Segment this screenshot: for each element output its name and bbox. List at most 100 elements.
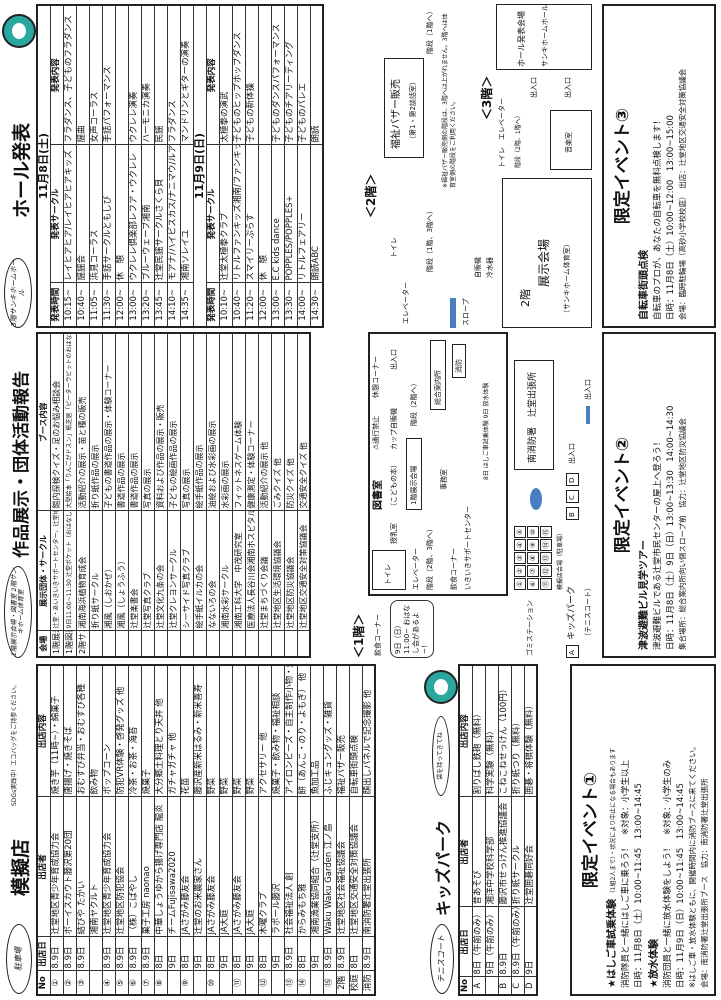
event3-heading: 自転車街頭点検 xyxy=(639,250,650,320)
table-cell xyxy=(310,971,323,995)
station-label-2: 辻堂出張所 xyxy=(528,371,538,417)
hall1-box: 1階展示会場 xyxy=(406,438,422,510)
col-circle: 発表サークル xyxy=(206,145,219,283)
slope-marker xyxy=(450,298,456,328)
info-desk: 総合案内所 xyxy=(430,340,446,410)
gym-room: 2階展示会場（サンキホーム体育室） xyxy=(502,178,592,328)
table-cell: 謡謡会 xyxy=(76,145,89,283)
elevator-label: エレベーター xyxy=(402,282,410,324)
mascot-image xyxy=(424,670,458,704)
table-row: 辻堂写真クラブ写真の展示 xyxy=(141,333,154,657)
table-cell: 湘南ヤクルト xyxy=(89,797,102,937)
event3-line1: 自転車のプロが、あなたの自転車を無料点検します！ xyxy=(653,116,663,320)
kids-b: B xyxy=(566,507,579,520)
no-entry: ⚠通行禁止 xyxy=(372,415,380,450)
stall-marker: ④ xyxy=(514,539,526,551)
table-cell xyxy=(154,631,167,657)
table-cell xyxy=(167,971,180,995)
stall-marker: ⑧ xyxy=(527,552,539,564)
table-cell: なないろの会 xyxy=(206,511,219,631)
table-cell: 9日 xyxy=(524,907,537,977)
table-row: 辻堂クレヨンサークル子どもの絵画作品の展示 xyxy=(167,333,180,657)
table-cell: 手話パフォーマンス xyxy=(102,5,115,145)
library-sub: （こどもの本） xyxy=(390,461,398,510)
event2-title: 限定イベント② xyxy=(613,436,633,554)
table-cell: 湘風（しおかぜ） xyxy=(102,511,115,631)
table-cell: B xyxy=(498,977,511,995)
table-cell: 8日 xyxy=(154,937,167,971)
table-cell: ① xyxy=(50,971,63,995)
table-cell: 唐揚げ・焼きそば xyxy=(63,665,76,797)
table-cell: 菓子工房 naonao xyxy=(141,797,154,937)
table-cell: 消防 xyxy=(362,971,375,995)
table-cell: 焼菓子・飲み物・福祉相談 xyxy=(271,665,284,797)
table-cell: 9日 xyxy=(219,937,232,971)
table-cell: スマイリーぷらす xyxy=(245,145,258,283)
table-cell: 油絵および水彩画の展示 xyxy=(206,333,219,511)
table-row: 辻堂文化九条の会資料および作品の展示・販売 xyxy=(154,333,167,657)
col-circle: 発表サークル xyxy=(50,145,63,283)
table-row: 10:40~リトルファンキッズ湘南/ファンキッズ湘南子どものヒップホップダンス xyxy=(232,5,245,327)
hall-room-label: ホール発表会場 xyxy=(517,11,526,67)
table-cell: 湘南工科大学 中茂研究室 xyxy=(232,511,245,631)
table-cell: 辻堂まちづくり会議 xyxy=(258,511,271,631)
table-cell: 13:30~ xyxy=(284,283,297,327)
table-cell: 湘洋中学校科学部 xyxy=(485,797,498,907)
table-cell xyxy=(102,631,115,657)
water-label: 冷水器 xyxy=(486,257,494,278)
table-cell xyxy=(245,631,258,657)
event1-line2: 日時：11月8日（土）10:00~11:45 13:00~14:45 xyxy=(634,783,644,988)
table-cell: 8.9日（午前のみ） xyxy=(511,907,524,977)
table-cell: 館内探検クイズ・足のお悩み相談会 xyxy=(50,333,63,511)
table-cell: 木曜クラブ xyxy=(258,797,271,937)
table-cell: ガチャガチャ 他 xyxy=(167,665,180,797)
table-cell: POPPLES/POPPLES+ xyxy=(284,145,297,283)
table-cell: ⑧ xyxy=(154,971,167,995)
table-cell: 餅（あんこ・のり・よもぎ） 他 xyxy=(297,665,310,797)
table-cell: 結びや たかい xyxy=(76,797,89,937)
table-row: 湘南水彩サークル水彩画の展示 xyxy=(219,333,232,657)
table-cell xyxy=(219,631,232,657)
info-label: 総合案内所 xyxy=(434,370,442,405)
table-cell: ⑮ xyxy=(323,971,336,995)
table-cell: 社会福祉法人 創 xyxy=(284,797,297,937)
table-cell: 湘南海浜植物育成会 xyxy=(76,511,89,631)
stairs-1f-3f: 階段（1階、3階へ） xyxy=(426,207,434,272)
event1-box: 限定イベント① ★はしご車試乗体験 （1組2人まで）・状況により中止になる場合も… xyxy=(570,664,716,996)
office-label: 事務室 xyxy=(440,469,448,490)
table-cell: JA大庭 xyxy=(245,797,258,937)
table-cell: 10:15~ xyxy=(63,283,76,327)
table-cell: 防災クイズ 他 xyxy=(284,333,297,511)
table-row: 11:30~手話サークルともしび手話パフォーマンス xyxy=(102,5,115,327)
table-cell xyxy=(89,971,102,995)
floor1-map: ＜1階＞ 飲食コーナー 9日（日）11:00~ おはなし会があるよ~！ トイレ … xyxy=(350,330,598,660)
table-cell: 活動紹介の展示 他 xyxy=(258,333,271,511)
table-row: 9日湘南漁業協同組合（辻堂支所）魚加工品 xyxy=(310,665,323,995)
table-row: 湘南工科大学 中茂研究室フィットネスゲーム体験 xyxy=(232,333,245,657)
table-cell: 校庭 xyxy=(349,971,362,995)
exhibit-oval-text: 1階展示会場・図書室 2階サンキホーム体育室 xyxy=(9,567,25,657)
storytime-bubble: 9日（日）11:00~ おはなし会があるよ~！ xyxy=(390,600,434,658)
event2-heading: 津波避難ビル見学ツアー xyxy=(639,540,650,650)
bazaar-room: 福祉バザー販売（第1・第2談話室） xyxy=(384,58,424,158)
table-row: 13:45~辻堂民謡サークルさくら貝民謡 xyxy=(154,5,167,327)
exhibit-section: 1階展示会場・図書室 2階サンキホーム体育室 作品展示・団体活動報告 会場展示団… xyxy=(4,332,344,658)
table-cell: 辻堂地区防犯協会 xyxy=(115,797,128,937)
station-label-1: 南消防署 xyxy=(528,426,538,463)
table-cell xyxy=(258,5,271,145)
table-row: 医療法人長谷川会湘南ホスピタル健康測定・体験コーナー xyxy=(245,333,258,657)
table-row: シーサイド写真クラブ写真の展示 xyxy=(180,333,193,657)
table-row: なないろの会油絵および水彩画の展示 xyxy=(206,333,219,657)
garbage-marker xyxy=(530,488,542,510)
table-row: 2階サンキホーム体育室湘南海浜植物育成会活動紹介の展示・苗と種の販売 xyxy=(76,333,89,657)
stall-marker: ⑥ xyxy=(527,578,539,590)
table-cell: リトルファンキッズ湘南/ファンキッズ湘南 xyxy=(232,145,245,283)
hall-table: 11月8日(土) 発表時間発表サークル発表内容 10:15~レイヒアヒア/レイヒ… xyxy=(36,4,324,328)
stall-marker: ⑦ xyxy=(527,565,539,577)
table-cell: 野菜 xyxy=(219,665,232,797)
exhibit-oval: 1階展示会場・図書室 2階サンキホーム体育室 xyxy=(4,566,32,658)
